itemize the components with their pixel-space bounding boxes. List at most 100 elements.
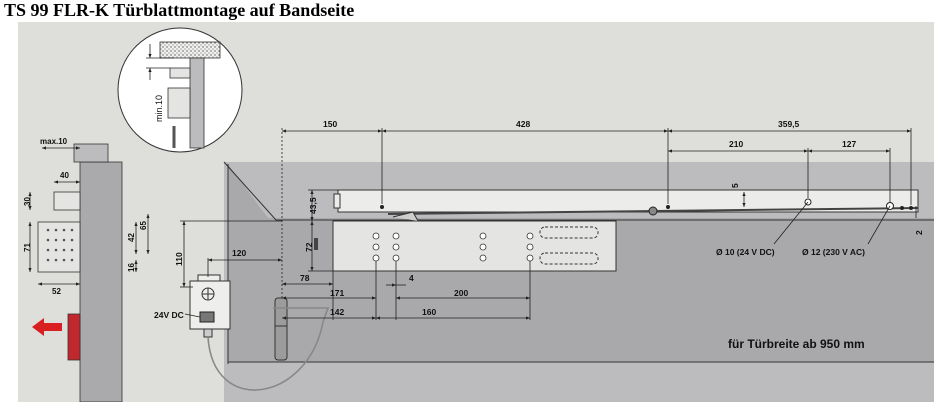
dim-78-label: 78 [300, 273, 310, 283]
dim-200-label: 200 [454, 288, 468, 298]
dim-110-label: 110 [174, 252, 184, 266]
front-view: 150 428 359,5 210 127 5 2 43,5 72 110 12… [154, 119, 934, 402]
detail-rail [169, 67, 191, 79]
door-edge-line [223, 161, 934, 221]
detail-closer [167, 87, 191, 119]
leader-voltage [184, 313, 201, 318]
rail-end-cap [333, 193, 341, 209]
dim-428-label: 428 [516, 119, 530, 129]
technical-drawing: 150 428 359,5 210 127 5 2 43,5 72 110 12… [18, 22, 934, 403]
slot-bottom [539, 252, 599, 265]
detail-min-label: min.10 [154, 95, 164, 122]
hole [392, 254, 400, 262]
dim-5-label: 5 [730, 183, 740, 188]
dim-72-label: 72 [304, 242, 314, 252]
hole [526, 243, 534, 251]
dot [70, 228, 74, 232]
hole [526, 232, 534, 240]
hole [372, 232, 380, 240]
dim-52-label: 52 [52, 287, 61, 296]
door-section [79, 161, 123, 403]
dot [54, 238, 58, 242]
arm-bracket [392, 211, 419, 222]
side-dimension-lines [28, 146, 150, 286]
dim-4-label: 4 [409, 273, 414, 283]
closer-section [37, 221, 81, 273]
hole [392, 243, 400, 251]
dim-3595-label: 359,5 [778, 119, 800, 129]
closer-grid-dots [46, 228, 74, 262]
mounting-holes [372, 232, 534, 262]
rail-section [53, 191, 81, 211]
hole [372, 254, 380, 262]
cable [207, 307, 330, 391]
frame-section [73, 143, 109, 163]
hole [479, 254, 487, 262]
cable-gland [203, 328, 213, 338]
dim-142-label: 142 [330, 307, 344, 317]
dot [54, 228, 58, 232]
rail-end-hole-1 [900, 206, 904, 210]
red-seal-strip [67, 313, 81, 361]
dim-40-label: 40 [60, 171, 69, 180]
rail-end-hole-2 [909, 206, 913, 210]
door-hinge [274, 297, 288, 361]
door-width-note: für Türbreite ab 950 mm [728, 337, 865, 351]
hole [479, 232, 487, 240]
dim-42-label: 42 [127, 233, 136, 242]
dim-150-label: 150 [323, 119, 337, 129]
connector [314, 238, 318, 250]
dim-2-label: 2 [914, 230, 924, 235]
dot [70, 258, 74, 262]
detail-frame-profile [189, 57, 205, 149]
slot-top [539, 226, 599, 239]
dim-16-label: 16 [127, 263, 136, 272]
direction-arrow-icon [32, 318, 62, 336]
side-view: max.10 40 30 71 52 42 65 16 [23, 137, 150, 403]
rail-hole-mid [666, 205, 670, 209]
dim-65-label: 65 [139, 221, 148, 230]
dot [54, 248, 58, 252]
arm-joint [648, 206, 658, 216]
dot [46, 258, 50, 262]
dot [62, 248, 66, 252]
page-title: TS 99 FLR-K Türblattmontage auf Bandseit… [4, 0, 355, 20]
dimension-texts: 150 428 359,5 210 127 5 2 43,5 72 110 12… [154, 119, 924, 320]
dim-160-label: 160 [422, 307, 436, 317]
rail-hole-left [380, 205, 384, 209]
door-closer-body [332, 220, 617, 272]
detail-frame-hatch [159, 41, 221, 59]
dim-435-label: 43,5 [308, 197, 318, 214]
dimension-lines [180, 128, 917, 320]
dot [70, 238, 74, 242]
dim-210-label: 210 [729, 139, 743, 149]
dim-127-label: 127 [842, 139, 856, 149]
dot [62, 258, 66, 262]
dot [46, 238, 50, 242]
hole [479, 243, 487, 251]
voltage-label: 24V DC [154, 310, 184, 320]
dim-30-label: 30 [23, 197, 32, 206]
dot [46, 248, 50, 252]
dot [54, 258, 58, 262]
dot [70, 248, 74, 252]
terminal-block [199, 311, 215, 323]
dot [62, 228, 66, 232]
drawing-area: 150 428 359,5 210 127 5 2 43,5 72 110 12… [18, 22, 934, 403]
hole [526, 254, 534, 262]
hole [392, 232, 400, 240]
hole-10-label: Ø 10 (24 V DC) [716, 247, 775, 257]
hole [372, 243, 380, 251]
side-dimension-texts: max.10 40 30 71 52 42 65 16 [23, 137, 148, 296]
dot [46, 228, 50, 232]
detail-view: min.10 [117, 27, 243, 153]
hole-12-label: Ø 12 (230 V AC) [802, 247, 865, 257]
max-label: max.10 [40, 137, 68, 146]
junction-box-top [197, 274, 221, 282]
dim-71-label: 71 [23, 243, 32, 252]
dim-120-label: 120 [232, 248, 246, 258]
dot [62, 238, 66, 242]
leader-hole-12 [867, 205, 891, 245]
dim-171-label: 171 [330, 288, 344, 298]
